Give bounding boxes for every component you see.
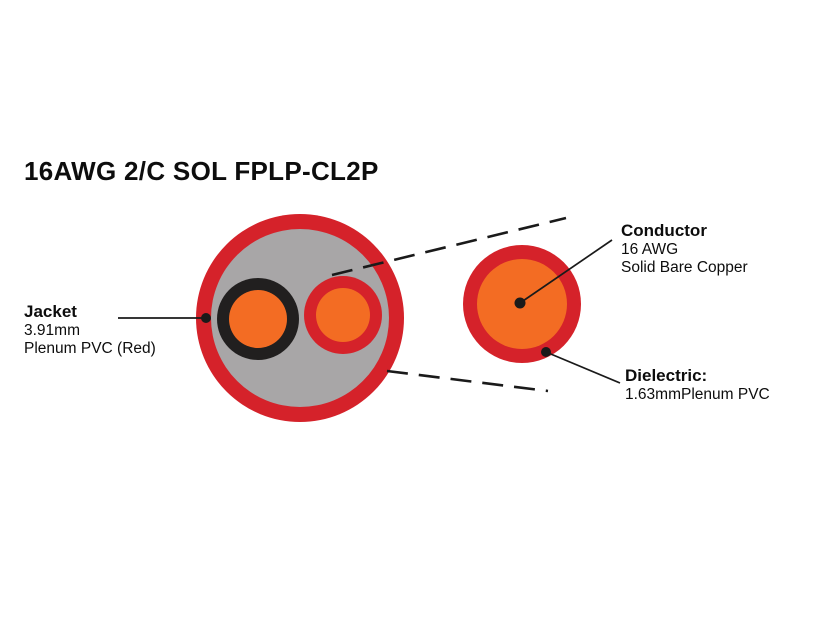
conductor-label-heading: Conductor	[621, 221, 707, 240]
jacket-label: Jacket 3.91mm Plenum PVC (Red)	[24, 302, 156, 359]
right-conductor-core	[316, 288, 370, 342]
jacket-point-marker	[201, 313, 211, 323]
conductor-leader-line	[519, 239, 613, 304]
dielectric-leader-line	[545, 351, 621, 384]
conductor-label: Conductor 16 AWG Solid Bare Copper	[621, 221, 748, 278]
page-title: 16AWG 2/C SOL FPLP-CL2P	[24, 156, 379, 186]
dielectric-label-spec: 1.63mmPlenum PVC	[625, 386, 770, 404]
dielectric-label: Dielectric: 1.63mmPlenum PVC	[625, 366, 770, 404]
jacket-filler	[211, 229, 389, 407]
jacket-label-material: Plenum PVC (Red)	[24, 340, 156, 358]
jacket-label-size: 3.91mm	[24, 322, 80, 340]
conductor-label-gauge: 16 AWG	[621, 241, 679, 259]
zoom-cone-bottom-line	[386, 369, 549, 393]
zoom-cone-top-line	[331, 216, 567, 277]
conductor-label-material: Solid Bare Copper	[621, 259, 748, 277]
jacket-label-heading: Jacket	[24, 302, 77, 321]
dielectric-label-heading: Dielectric:	[625, 366, 708, 385]
left-conductor-core	[229, 290, 287, 348]
